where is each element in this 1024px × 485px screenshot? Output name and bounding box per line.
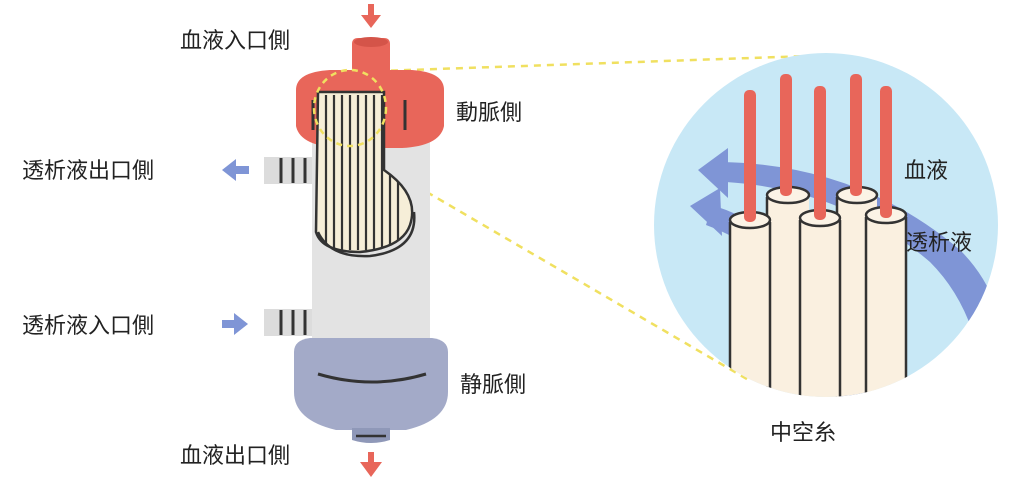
- blood-inlet-label: 血液入口側: [180, 29, 290, 54]
- hollow-fiber: [728, 210, 772, 397]
- detail-highlight-circle: [312, 68, 388, 148]
- zoom-guide-lines: [347, 53, 837, 384]
- blood-outlet-label: 血液出口側: [180, 444, 290, 469]
- arrow-right-icon: [222, 313, 248, 335]
- arrow-left-icon: [222, 159, 249, 181]
- arrow-down-icon: [360, 452, 382, 477]
- dialyzer: [264, 37, 448, 443]
- dialysate-label: 透析液: [906, 231, 972, 256]
- hollow-fiber: [798, 208, 842, 397]
- fiber-bundle-cutaway: [314, 90, 416, 258]
- hollow-fiber-label: 中空糸: [770, 421, 836, 446]
- dialysate-outlet-port: [264, 157, 318, 184]
- arrow-left-icon: [698, 148, 728, 198]
- blood-flow-rods: [744, 74, 892, 222]
- dialysate-inlet-label: 透析液入口側: [22, 314, 154, 339]
- venous-side-label: 静脈側: [460, 373, 526, 398]
- venous-cap: [294, 338, 448, 443]
- arrow-down-icon: [361, 4, 381, 28]
- arrow-left-icon: [690, 188, 722, 236]
- dialysate-inlet-port: [264, 309, 318, 336]
- hollow-fiber-zoom: [654, 53, 998, 397]
- hollow-fiber: [864, 205, 908, 397]
- blood-label: 血液: [904, 159, 948, 184]
- arterial-side-label: 動脈側: [456, 101, 522, 126]
- dialysate-outlet-label: 透析液出口側: [22, 159, 154, 184]
